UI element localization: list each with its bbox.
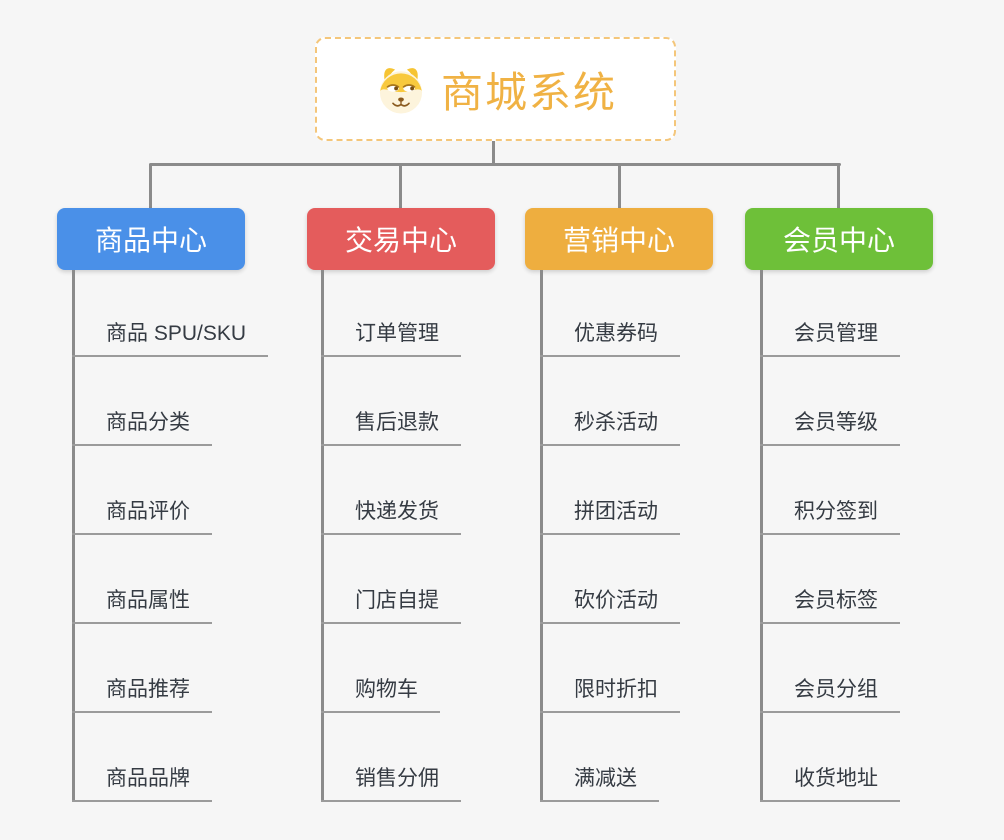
leaf-node-sales-commission[interactable]: 销售分佣	[321, 765, 461, 802]
leaf-node-shipping-address[interactable]: 收货地址	[760, 765, 900, 802]
leaf-node-aftersale-refund[interactable]: 售后退款	[321, 409, 461, 446]
leaf-node-flash-sale[interactable]: 秒杀活动	[540, 409, 680, 446]
branch-node-member-center[interactable]: 会员中心	[745, 208, 933, 270]
connector-drop-branch-2	[399, 164, 402, 209]
root-node[interactable]: 商城系统	[315, 37, 676, 141]
leaf-node-express-delivery[interactable]: 快递发货	[321, 498, 461, 535]
leaf-node-member-group[interactable]: 会员分组	[760, 676, 900, 713]
leaf-node-shopping-cart[interactable]: 购物车	[321, 676, 440, 713]
leaf-node-member-management[interactable]: 会员管理	[760, 320, 900, 357]
leaf-node-bargain-activity[interactable]: 砍价活动	[540, 587, 680, 624]
leaf-node-limited-time-discount[interactable]: 限时折扣	[540, 676, 680, 713]
leaf-node-store-pickup[interactable]: 门店自提	[321, 587, 461, 624]
leaf-node-group-buy[interactable]: 拼团活动	[540, 498, 680, 535]
connector-branch-2-spine	[321, 270, 324, 801]
root-node-label: 商城系统	[440, 68, 617, 116]
leaf-node-product-category[interactable]: 商品分类	[72, 409, 212, 446]
connector-drop-branch-4	[837, 164, 840, 209]
leaf-node-product-recommend[interactable]: 商品推荐	[72, 676, 212, 713]
branch-node-trade-center[interactable]: 交易中心	[307, 208, 495, 270]
connector-branch-4-spine	[760, 270, 763, 801]
dog-face-icon	[379, 68, 423, 114]
branch-node-product-center[interactable]: 商品中心	[57, 208, 245, 270]
leaf-node-coupon-code[interactable]: 优惠券码	[540, 320, 680, 357]
leaf-node-points-checkin[interactable]: 积分签到	[760, 498, 900, 535]
leaf-node-product-brand[interactable]: 商品品牌	[72, 765, 212, 802]
leaf-node-member-tag[interactable]: 会员标签	[760, 587, 900, 624]
leaf-node-product-attribute[interactable]: 商品属性	[72, 587, 212, 624]
leaf-node-full-reduction[interactable]: 满减送	[540, 765, 659, 802]
connector-branch-3-spine	[540, 270, 543, 801]
connector-drop-branch-1	[149, 164, 152, 209]
leaf-node-order-management[interactable]: 订单管理	[321, 320, 461, 357]
connector-horizontal-bar	[149, 163, 841, 166]
leaf-node-member-level[interactable]: 会员等级	[760, 409, 900, 446]
connector-root-stem	[492, 141, 495, 164]
leaf-node-product-spu-sku[interactable]: 商品 SPU/SKU	[72, 320, 269, 357]
connector-drop-branch-3	[618, 164, 621, 209]
branch-node-marketing-center[interactable]: 营销中心	[525, 208, 713, 270]
leaf-node-product-review[interactable]: 商品评价	[72, 498, 212, 535]
connector-branch-1-spine	[72, 270, 75, 801]
